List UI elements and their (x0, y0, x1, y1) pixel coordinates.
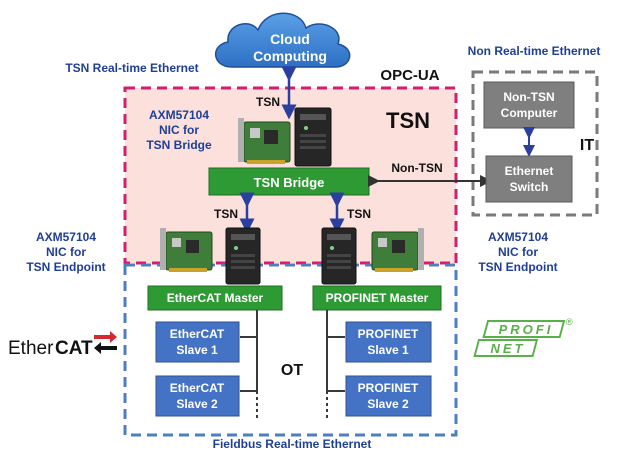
cloud-computing-icon: Cloud Computing (215, 12, 351, 68)
ot-zone-label: OT (281, 362, 303, 379)
tsn-realtime-ethernet-label: TSN Real-time Ethernet (65, 61, 198, 75)
cloud-label-line2: Computing (253, 48, 327, 64)
left-endpoint-nic-line3: TSN Endpoint (26, 260, 105, 274)
profinet-master-box (312, 285, 442, 311)
right-endpoint-industrial-pc-icon (321, 227, 357, 285)
ethercat-slave-1-line2: Slave 1 (176, 343, 218, 357)
profinet-logo-bottom: NET (491, 341, 526, 356)
profinet-slave-2-line2: Slave 2 (367, 397, 409, 411)
profinet-logo-top: PROFI (499, 322, 554, 337)
tsn-bridge-box (208, 167, 370, 196)
tsn-zone-title: TSN (386, 108, 430, 133)
bridge-nic-label-line3: TSN Bridge (146, 138, 212, 152)
ethercat-slave-2-box (155, 375, 240, 417)
profinet-slave-2-box (345, 375, 432, 417)
it-zone (471, 70, 599, 217)
ethercat-slave-1-box (155, 321, 240, 363)
profinet-slave-2-line1: PROFINET (358, 381, 419, 395)
right-endpoint-nic-line1: AXM57104 (488, 230, 548, 244)
bridge-industrial-pc-icon (294, 107, 332, 167)
profinet-logo: PROFI NET ® (473, 317, 573, 357)
non-tsn-computer-line2: Computer (501, 106, 558, 120)
bridge-nic-card-icon (238, 118, 291, 164)
ethercat-logo: Ether CAT (8, 331, 117, 359)
ethercat-slave-2-line1: EtherCAT (170, 381, 225, 395)
ethernet-switch-line1: Ethernet (505, 164, 554, 178)
opcua-label: OPC-UA (380, 67, 439, 84)
non-tsn-computer-line1: Non-TSN (503, 90, 554, 104)
bridge-nic-label-line1: AXM57104 (149, 108, 209, 122)
ethercat-logo-text-cat: CAT (55, 338, 93, 359)
left-endpoint-industrial-pc-icon (225, 227, 261, 285)
tsn-bridge-label: TSN Bridge (254, 175, 325, 190)
bridge-nic-label-line2: NIC for (159, 123, 199, 137)
ot-zone (123, 263, 458, 437)
left-tsn-label: TSN (214, 207, 238, 221)
profinet-slave-1-box (345, 321, 432, 363)
ethercat-master-label: EtherCAT Master (167, 291, 264, 305)
non-realtime-ethernet-label: Non Real-time Ethernet (468, 44, 601, 58)
profinet-logo-registered-mark: ® (566, 317, 573, 327)
profinet-slave-1-line2: Slave 1 (367, 343, 409, 357)
right-endpoint-nic-line3: TSN Endpoint (478, 260, 557, 274)
profinet-master-label: PROFINET Master (326, 291, 429, 305)
ethercat-slave-1-line1: EtherCAT (170, 327, 225, 341)
right-endpoint-nic-card-icon (371, 228, 424, 272)
ethernet-switch-box (485, 155, 573, 203)
ethercat-wiring (240, 310, 258, 418)
left-endpoint-nic-line2: NIC for (46, 245, 86, 259)
ethercat-master-box (147, 285, 283, 311)
non-tsn-computer-box (483, 81, 575, 129)
non-tsn-label: Non-TSN (391, 161, 442, 175)
ethernet-switch-line2: Switch (510, 180, 549, 194)
it-zone-label: IT (580, 137, 594, 154)
right-endpoint-nic-line2: NIC for (498, 245, 538, 259)
fieldbus-realtime-ethernet-label: Fieldbus Real-time Ethernet (213, 437, 372, 450)
ethercat-slave-2-line2: Slave 2 (176, 397, 218, 411)
profinet-wiring (326, 310, 345, 418)
right-tsn-label: TSN (347, 207, 371, 221)
ethercat-logo-text-ether: Ether (8, 338, 54, 359)
left-endpoint-nic-card-icon (160, 228, 213, 272)
profinet-slave-1-line1: PROFINET (358, 327, 419, 341)
cloud-label-line1: Cloud (270, 31, 310, 47)
left-endpoint-nic-line1: AXM57104 (36, 230, 96, 244)
tsn-uplink-label: TSN (256, 95, 280, 109)
